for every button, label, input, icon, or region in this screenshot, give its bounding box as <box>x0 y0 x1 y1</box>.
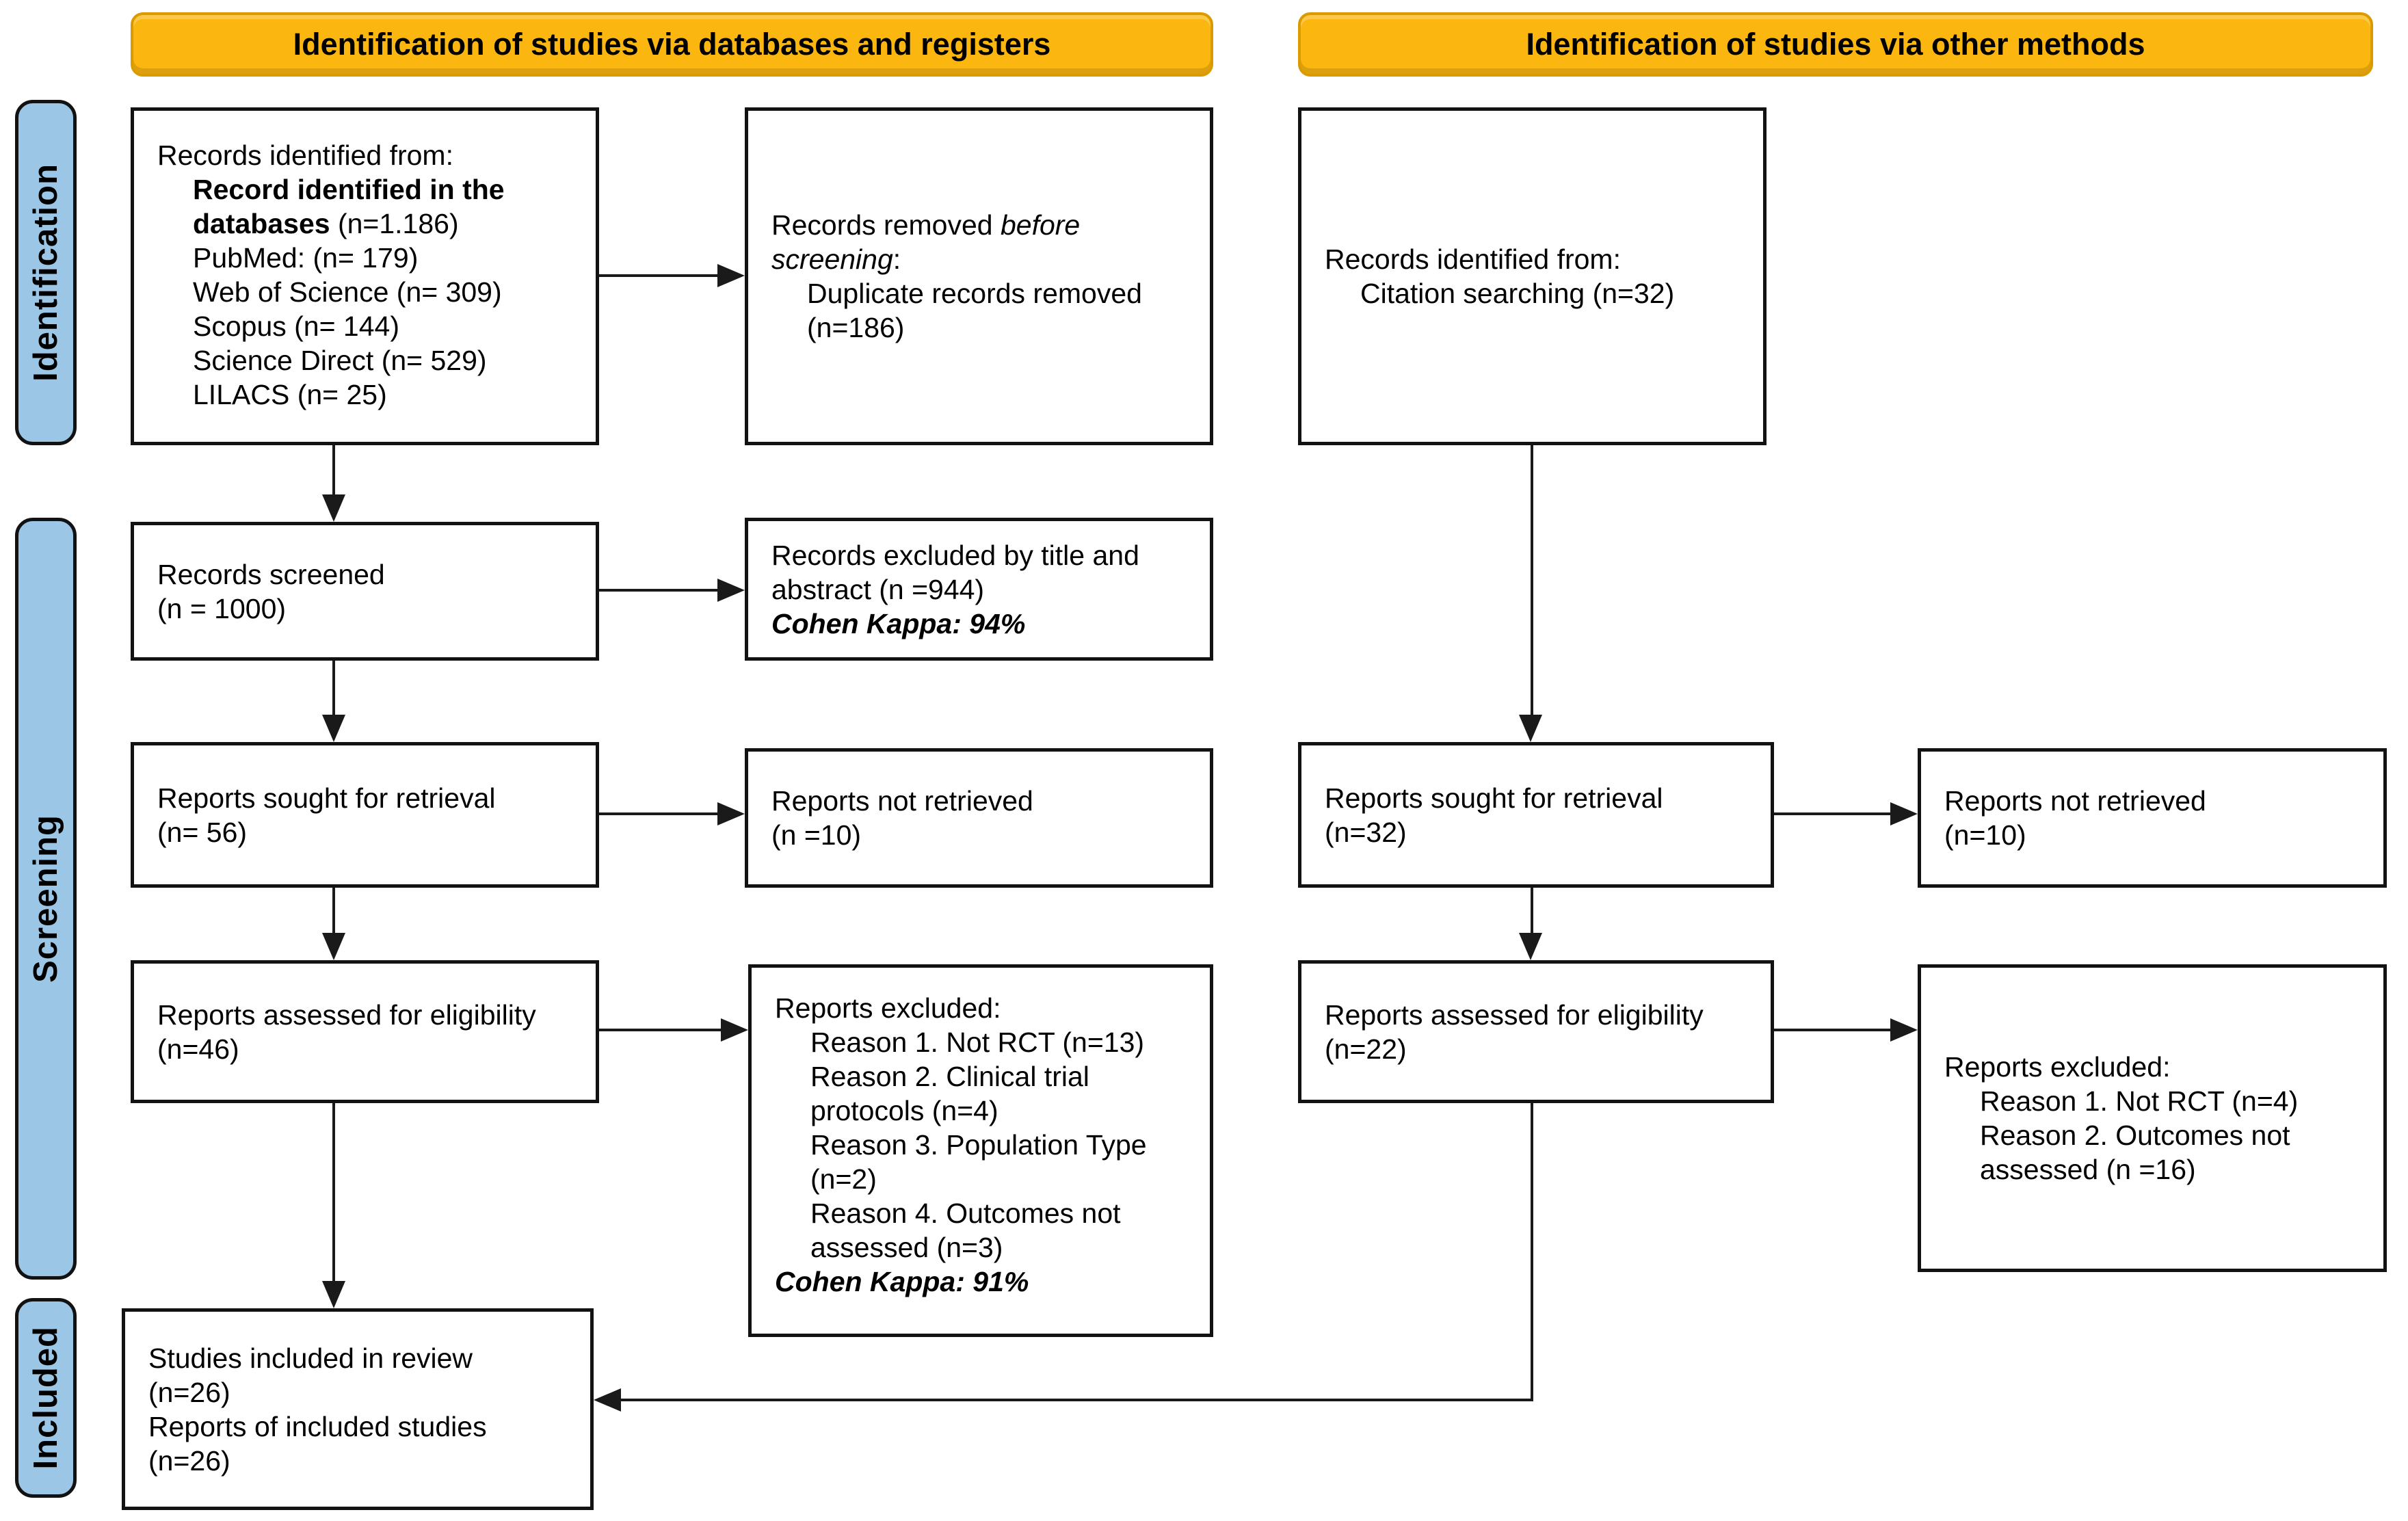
box-text-line: assessed (n=3) <box>810 1232 1003 1263</box>
arrow-assessed-to-excluded-databases-line <box>599 1029 722 1031</box>
box-text-line: (n =10) <box>771 819 862 851</box>
arrow-sought-to-assessed-other-head <box>1519 933 1542 960</box>
sidebar-identification-label: Identification <box>27 163 64 382</box>
sidebar-included: Included <box>15 1298 77 1498</box>
box-records-identified-citation-searching: Records identified from:Citation searchi… <box>1298 107 1767 445</box>
box-text-line: (n=32) <box>1325 816 1407 848</box>
sidebar-screening: Screening <box>15 518 77 1280</box>
box-text-line: Reports excluded: <box>775 992 1001 1024</box>
box-text-line: (n=2) <box>810 1163 877 1195</box>
arrow-assessed-to-excluded-databases-head <box>721 1018 748 1042</box>
arrow-identified-to-screened-line <box>332 445 335 496</box>
box-text-line: LILACS (n= 25) <box>193 379 387 410</box>
box-text-line: Cohen Kappa: 91% <box>775 1266 1029 1297</box>
arrow-sought-to-assessed-databases-line <box>332 888 335 934</box>
arrow-assessed-to-included-head <box>322 1281 345 1308</box>
box-text-line: Reports not retrieved <box>771 785 1033 817</box>
arrow-screened-to-excluded-head <box>717 579 745 602</box>
box-reports-not-retrieved-other: Reports not retrieved(n=10) <box>1918 748 2387 888</box>
sidebar-screening-label: Screening <box>27 815 64 983</box>
connector-assessed-other-to-included-line <box>621 1399 1533 1401</box>
box-text-line: (n=46) <box>157 1033 239 1065</box>
box-text-line: Records identified from: <box>157 140 453 171</box>
box-text-line: Reports excluded: <box>1944 1051 2171 1083</box>
box-text-line: (n= 56) <box>157 816 248 848</box>
arrow-assessed-to-included-line <box>332 1103 335 1282</box>
arrow-sought-to-assessed-other-line <box>1531 888 1533 934</box>
box-text-line: Reason 2. Outcomes not <box>1980 1120 2290 1151</box>
box-reports-not-retrieved-databases: Reports not retrieved(n =10) <box>745 748 1213 888</box>
sidebar-included-label: Included <box>27 1326 64 1470</box>
header-other-methods: Identification of studies via other meth… <box>1298 12 2373 77</box>
box-text-line: Reports of included studies <box>148 1410 487 1442</box>
box-text-line: Reason 3. Population Type <box>810 1129 1147 1161</box>
box-text-line: Records removed before <box>771 209 1081 241</box>
arrow-citation-to-sought-head <box>1519 715 1542 742</box>
arrow-sought-to-notretrieved-other-head <box>1890 802 1918 825</box>
box-text-line: (n=26) <box>148 1444 230 1477</box>
connector-assessed-other-down-line <box>1531 1103 1533 1401</box>
arrow-citation-to-sought-line <box>1531 445 1533 716</box>
box-reports-assessed-databases: Reports assessed for eligibility(n=46) <box>131 960 599 1103</box>
box-text-line: Studies included in review <box>148 1342 473 1374</box>
arrow-screened-to-sought-line <box>332 661 335 716</box>
box-text-line: PubMed: (n= 179) <box>193 242 419 274</box>
box-text-line: (n=186) <box>807 312 905 343</box>
box-reports-excluded-other: Reports excluded:Reason 1. Not RCT (n=4)… <box>1918 964 2387 1272</box>
box-reports-excluded-databases: Reports excluded:Reason 1. Not RCT (n=13… <box>748 964 1213 1337</box>
box-text-line: screening: <box>771 243 901 275</box>
arrow-screened-to-sought-head <box>322 715 345 742</box>
box-text-line: Duplicate records removed <box>807 278 1142 309</box>
box-studies-included: Studies included in review(n=26)Reports … <box>122 1308 594 1510</box>
box-text-line: Reason 1. Not RCT (n=13) <box>810 1027 1145 1058</box>
sidebar-identification: Identification <box>15 100 77 445</box>
connector-assessed-other-to-included-head <box>594 1388 621 1412</box>
box-text-line: Records screened <box>157 558 385 590</box>
box-text-line: databases (n=1.186) <box>193 208 459 239</box>
arrow-identified-to-removed-head <box>717 264 745 287</box>
box-reports-assessed-other: Reports assessed for eligibility(n=22) <box>1298 960 1774 1103</box>
box-text-line: abstract (n =944) <box>771 573 985 605</box>
arrow-sought-to-notretrieved-databases-head <box>717 802 745 825</box>
header-databases-registers: Identification of studies via databases … <box>131 12 1213 77</box>
box-text-line: Reason 1. Not RCT (n=4) <box>1980 1085 2299 1117</box>
box-text-line: assessed (n =16) <box>1980 1154 2196 1185</box>
box-text-line: Cohen Kappa: 94% <box>771 607 1026 639</box>
arrow-sought-to-assessed-databases-head <box>322 933 345 960</box>
box-text-line: Reports assessed for eligibility <box>157 998 536 1031</box>
header-databases-label: Identification of studies via databases … <box>293 27 1051 62</box>
arrow-sought-to-notretrieved-other-line <box>1774 812 1892 815</box>
box-text-line: Records identified from: <box>1325 243 1621 275</box>
arrow-assessed-to-excluded-other-line <box>1774 1029 1892 1031</box>
box-text-line: Reports not retrieved <box>1944 785 2206 817</box>
box-text-line: Reason 2. Clinical trial <box>810 1061 1089 1092</box>
arrow-identified-to-removed-line <box>599 274 719 277</box>
box-text-line: Citation searching (n=32) <box>1360 278 1675 309</box>
box-text-line: Records excluded by title and <box>771 539 1139 571</box>
box-text-line: Reason 4. Outcomes not <box>810 1198 1121 1229</box>
box-reports-sought-databases: Reports sought for retrieval(n= 56) <box>131 742 599 888</box>
box-text-line: Web of Science (n= 309) <box>193 276 502 308</box>
box-reports-sought-other: Reports sought for retrieval(n=32) <box>1298 742 1774 888</box>
box-text-line: Scopus (n= 144) <box>193 310 399 342</box>
box-text-line: (n=10) <box>1944 819 2026 851</box>
box-text-line: protocols (n=4) <box>810 1095 998 1126</box>
arrow-identified-to-screened-head <box>322 494 345 522</box>
box-text-line: (n=26) <box>148 1376 230 1408</box>
box-records-screened: Records screened(n = 1000) <box>131 522 599 661</box>
header-other-methods-label: Identification of studies via other meth… <box>1526 27 2145 62</box>
box-text-line: (n=22) <box>1325 1033 1407 1065</box>
box-text-line: Science Direct (n= 529) <box>193 345 487 376</box>
arrow-screened-to-excluded-line <box>599 589 719 592</box>
arrow-assessed-to-excluded-other-head <box>1890 1018 1918 1042</box>
box-text-line: Reports sought for retrieval <box>1325 782 1663 814</box>
box-text-line: Record identified in the <box>193 174 505 205</box>
arrow-sought-to-notretrieved-databases-line <box>599 812 719 815</box>
box-text-line: (n = 1000) <box>157 592 287 624</box>
box-text-line: Reports assessed for eligibility <box>1325 998 1704 1031</box>
box-text-line: Reports sought for retrieval <box>157 782 496 814</box>
box-records-identified-databases: Records identified from:Record identifie… <box>131 107 599 445</box>
